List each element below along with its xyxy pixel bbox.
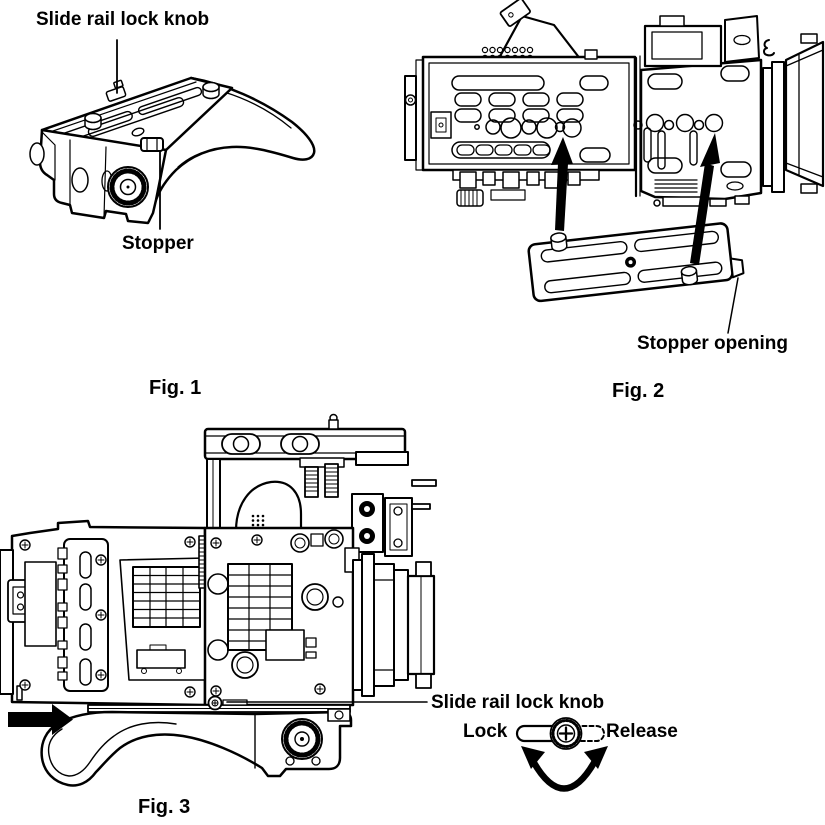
camera-side-view-illustration	[0, 413, 608, 792]
fig3-caption: Fig. 3	[138, 796, 191, 818]
lock-knob-icon	[515, 717, 605, 750]
up-arrow-icon	[690, 133, 720, 265]
shoulder-mount-adapter-illustration	[29, 76, 316, 225]
fig3-release-label: Release	[606, 721, 678, 742]
fig2-stopper-opening-label: Stopper opening	[637, 333, 788, 354]
right-arrow-icon	[8, 704, 73, 735]
fig1-slide-rail-lock-knob-label: Slide rail lock knob	[36, 9, 210, 30]
camera-bottom-view-illustration	[404, 0, 825, 334]
fig3-slide-rail-lock-knob-label: Slide rail lock knob	[431, 692, 605, 713]
slide-plate-illustration	[527, 222, 745, 303]
fig1-caption: Fig. 1	[149, 377, 202, 399]
fig2-caption: Fig. 2	[612, 380, 665, 402]
fig1-stopper-label: Stopper	[122, 233, 194, 254]
up-arrow-icon	[551, 137, 573, 231]
fig3-lock-label: Lock	[463, 721, 508, 742]
leader-line	[727, 277, 739, 334]
rotate-arrow-icon	[521, 746, 608, 792]
